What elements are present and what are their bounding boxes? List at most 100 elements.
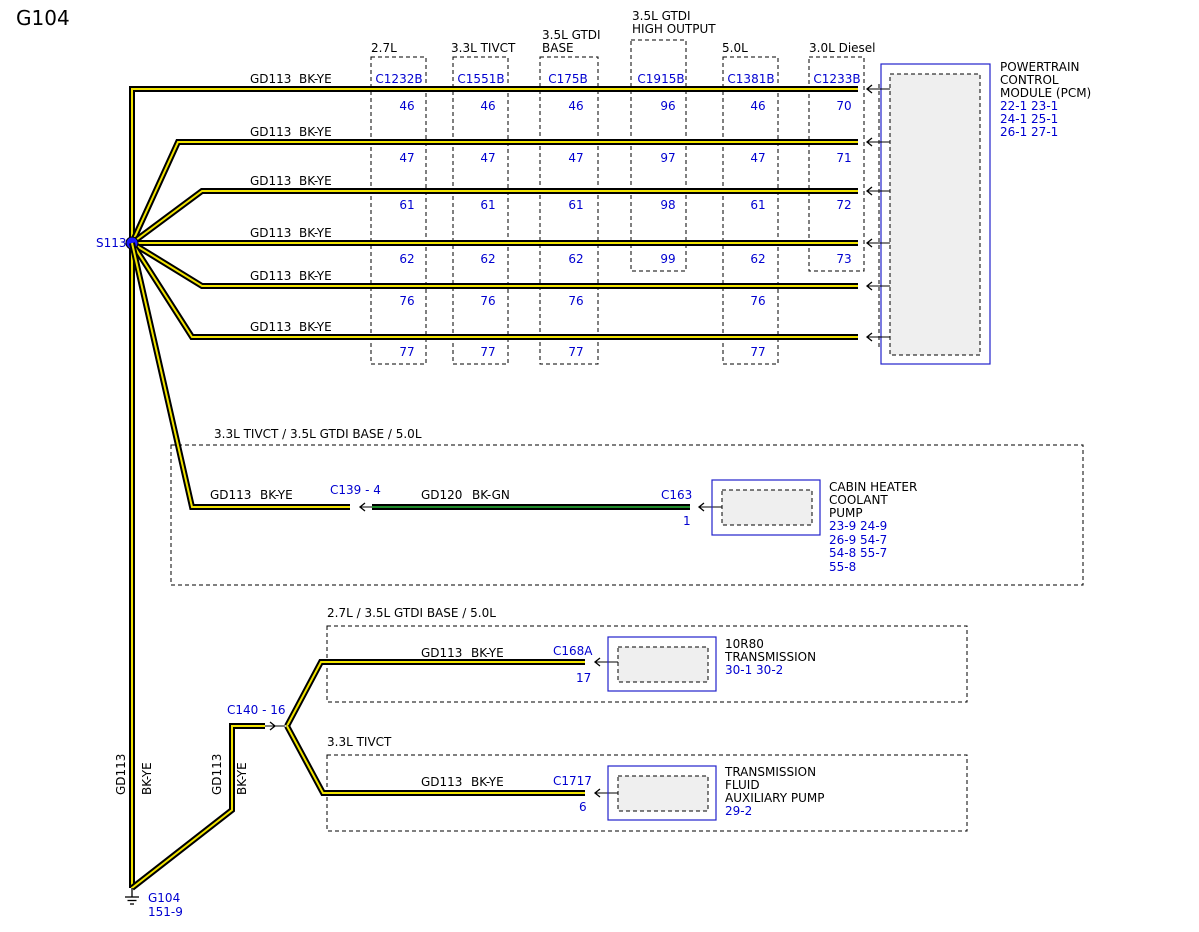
variant-label: 3.5L GTDI <box>632 9 691 23</box>
connector-id: C1381B <box>727 72 774 86</box>
pins-5-0l: 46 47 61 62 76 77 <box>750 99 765 359</box>
branch-wire <box>130 723 265 891</box>
inline-connector-c139[interactable]: C139 - 4 <box>330 483 381 497</box>
pin-number: 76 <box>568 294 583 308</box>
pin-number: 96 <box>660 99 675 113</box>
pcm-name: CONTROL <box>1000 73 1059 87</box>
variant-box-3-3l <box>452 56 509 365</box>
pin-number: 62 <box>750 252 765 266</box>
pcm-ref[interactable]: 24-1 25-1 <box>1000 112 1058 126</box>
component-name: CABIN HEATER <box>829 480 917 494</box>
pin-number: 77 <box>568 345 583 359</box>
variant-label: 3.5L GTDI <box>542 28 601 42</box>
connector-id[interactable]: C1717 <box>553 774 592 788</box>
variant-box-3-0l-diesel <box>808 56 865 272</box>
component-name: TRANSMISSION <box>724 650 816 664</box>
pcm-name: POWERTRAIN <box>1000 60 1080 74</box>
pcm-wire-5 <box>130 240 858 289</box>
splice-label[interactable]: S113 <box>96 236 127 250</box>
pump-wire <box>284 724 585 796</box>
wire-color: BK-YE <box>471 775 504 789</box>
pcm-terminal-arrows <box>865 84 890 348</box>
wire-color: BK-YE <box>140 762 154 795</box>
trans-variant-label: 2.7L / 3.5L GTDI BASE / 5.0L <box>327 606 496 620</box>
pin-number: 76 <box>750 294 765 308</box>
component-ref[interactable]: 30-1 30-2 <box>725 663 783 677</box>
pin-number: 46 <box>480 99 495 113</box>
connector-id: C1551B <box>457 72 504 86</box>
pin-number: 47 <box>568 151 583 165</box>
wire-circuit: GD113 <box>114 754 128 795</box>
connector-id[interactable]: C163 <box>661 488 692 502</box>
component-ref[interactable]: 54-8 55-7 <box>829 546 887 560</box>
pcm-inner <box>889 73 981 356</box>
wire-color: BK-YE <box>299 320 332 334</box>
transmission-component[interactable] <box>607 636 717 692</box>
wire-circuit: GD113 <box>210 488 251 502</box>
variant-label: BASE <box>542 41 574 55</box>
pcm-wire-2 <box>129 139 858 245</box>
wire-circuit: GD113 <box>250 226 291 240</box>
pcm-wire-1 <box>129 86 858 888</box>
pin-number: 47 <box>750 151 765 165</box>
pin-number: 77 <box>399 345 414 359</box>
wire-color: BK-YE <box>235 762 249 795</box>
ground-ref[interactable]: 151-9 <box>148 905 183 919</box>
cabin-heater-pump-inner <box>721 489 813 526</box>
variant-box-3-5l-ho <box>630 39 687 272</box>
wire-circuit: GD113 <box>421 775 462 789</box>
pcm-wire-6 <box>129 241 858 340</box>
wire-circuit: GD113 <box>250 174 291 188</box>
pin-number: 46 <box>750 99 765 113</box>
wire-color: BK-YE <box>299 174 332 188</box>
wire-color: BK-YE <box>299 72 332 86</box>
variant-label: HIGH OUTPUT <box>632 22 716 36</box>
wire-circuit: GD113 <box>250 320 291 334</box>
pin-number: 97 <box>660 151 675 165</box>
cabin-heater-pump-component[interactable] <box>711 479 821 536</box>
pin-number: 46 <box>399 99 414 113</box>
ground-label[interactable]: G104 <box>148 891 180 905</box>
pin-number: 70 <box>836 99 851 113</box>
pins-3-5l-ho: 96 97 98 99 <box>660 99 675 266</box>
component-name: FLUID <box>725 778 760 792</box>
pcm-wire-labels: GD113 BK-YE GD113 BK-YE GD113 BK-YE GD11… <box>250 72 332 334</box>
inline-connector-c140[interactable]: C140 - 16 <box>227 703 286 717</box>
pin-number: 17 <box>576 671 591 685</box>
pins-3-3l: 46 47 61 62 76 77 <box>480 99 495 359</box>
pcm-component[interactable] <box>880 63 991 365</box>
pin-number: 76 <box>399 294 414 308</box>
wire-circuit: GD113 <box>250 125 291 139</box>
pin-number: 73 <box>836 252 851 266</box>
pin-number: 6 <box>579 800 587 814</box>
trans-wire <box>284 659 585 728</box>
pcm-wire-3 <box>130 188 858 246</box>
variant-label: 3.0L Diesel <box>809 41 876 55</box>
heater-wire-1 <box>129 242 350 510</box>
aux-pump-inner <box>617 775 709 812</box>
pcm-ref[interactable]: 22-1 23-1 <box>1000 99 1058 113</box>
wire-color: BK-YE <box>260 488 293 502</box>
pcm-ref[interactable]: 26-1 27-1 <box>1000 125 1058 139</box>
connector-id[interactable]: C168A <box>553 644 593 658</box>
pin-number: 77 <box>750 345 765 359</box>
aux-pump-component[interactable] <box>607 765 717 821</box>
connector-id: C1232B <box>375 72 422 86</box>
component-ref[interactable]: 55-8 <box>829 560 856 574</box>
component-ref[interactable]: 23-9 24-9 <box>829 519 887 533</box>
wire-color: BK-YE <box>299 226 332 240</box>
component-name: COOLANT <box>829 493 888 507</box>
component-ref[interactable]: 29-2 <box>725 804 752 818</box>
pin-number: 62 <box>480 252 495 266</box>
wire-circuit: GD113 <box>250 269 291 283</box>
pcm-name: MODULE (PCM) <box>1000 86 1091 100</box>
pins-3-0l-diesel: 70 71 72 73 <box>836 99 851 266</box>
pin-number: 62 <box>399 252 414 266</box>
pin-number: 1 <box>683 514 691 528</box>
component-name: TRANSMISSION <box>724 765 816 779</box>
wire-color: BK-YE <box>299 125 332 139</box>
pin-number: 99 <box>660 252 675 266</box>
pin-number: 46 <box>568 99 583 113</box>
component-ref[interactable]: 26-9 54-7 <box>829 533 887 547</box>
